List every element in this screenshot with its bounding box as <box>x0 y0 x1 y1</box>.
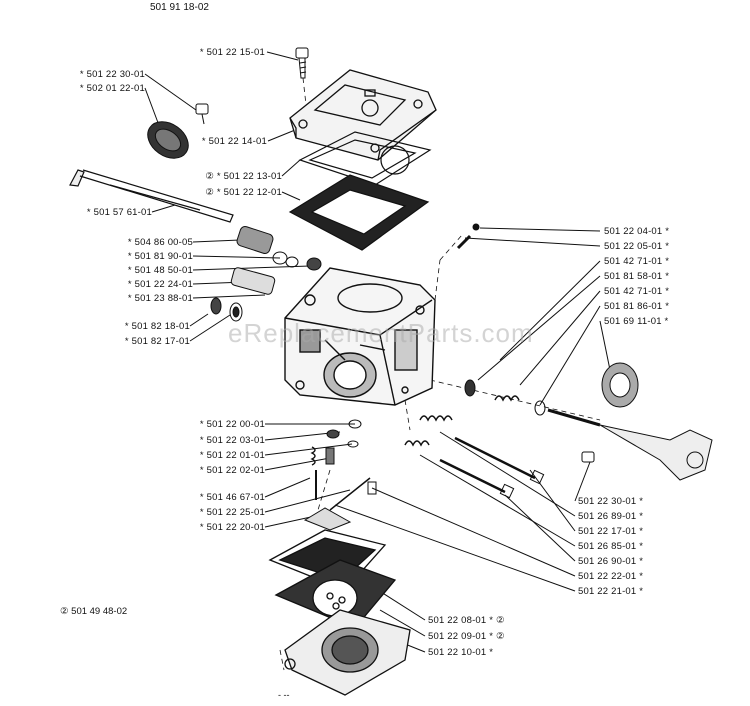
callout-501-82-18-01: * 501 82 18-01 <box>124 321 190 332</box>
throttle-plate <box>147 103 209 159</box>
callout-501-81-90-01: * 501 81 90-01 <box>127 251 193 262</box>
kit-note: ② 501 49 48-02 <box>60 606 128 617</box>
callout-501-22-05-01: 501 22 05-01 * <box>604 241 670 252</box>
callout-501-69-11-01: 501 69 11-01 * <box>604 316 669 327</box>
bottom-mark: - -- <box>278 690 290 700</box>
callout-501-22-20-01: * 501 22 20-01 <box>199 522 265 533</box>
callout-501-22-08-01: 501 22 08-01 * ② <box>428 615 505 626</box>
callout-501-22-25-01: * 501 22 25-01 <box>199 507 265 518</box>
carburetor-body <box>284 267 436 406</box>
callout-501-23-88-01: * 501 23 88-01 <box>127 293 193 304</box>
callout-502-01-22-01: * 502 01 22-01 <box>79 83 145 94</box>
callout-501-57-61-01: * 501 57 61-01 <box>86 207 152 218</box>
pump-gaskets <box>288 131 432 251</box>
metering-diaphragm-stack <box>268 529 411 696</box>
watermark: eReplacementParts.com <box>228 318 534 348</box>
callout-501-22-01-01: * 501 22 01-01 <box>199 450 265 461</box>
callout-501-22-30-01-right: 501 22 30-01 * <box>578 496 644 507</box>
callout-501-42-71-01-b: 501 42 71-01 * <box>604 286 670 297</box>
callout-501-22-02-01: * 501 22 02-01 <box>199 465 265 476</box>
callout-501-48-50-01: * 501 48 50-01 <box>127 265 193 276</box>
callout-501-22-30-01-left: * 501 22 30-01 <box>79 69 145 80</box>
callout-501-22-12-01: ② * 501 22 12-01 <box>205 187 282 198</box>
callout-501-22-04-01: 501 22 04-01 * <box>604 226 670 237</box>
inlet-fitting-parts <box>210 226 322 322</box>
throttle-shaft <box>69 169 234 223</box>
top-screw <box>295 47 309 79</box>
callout-501-22-10-01: 501 22 10-01 * <box>428 647 494 658</box>
callout-504-86-00-05: * 504 86 00-05 <box>127 237 193 248</box>
diagram-number: 501 91 18-02 <box>150 2 209 13</box>
callout-501-81-86-01: 501 81 86-01 * <box>604 301 670 312</box>
callout-501-22-14-01: * 501 22 14-01 <box>201 136 267 147</box>
callout-501-81-58-01: 501 81 58-01 * <box>604 271 670 282</box>
callout-501-82-17-01: * 501 82 17-01 <box>124 336 190 347</box>
callout-501-22-15-01: * 501 22 15-01 <box>199 47 265 58</box>
callout-501-22-00-01: * 501 22 00-01 <box>199 419 265 430</box>
callout-501-22-03-01: * 501 22 03-01 <box>199 435 265 446</box>
callout-501-46-67-01: * 501 46 67-01 <box>199 492 265 503</box>
pump-cover <box>289 69 437 161</box>
callout-501-26-90-01: 501 26 90-01 * <box>578 556 644 567</box>
fuel-inlet-needle <box>456 223 480 250</box>
callout-501-22-22-01: 501 22 22-01 * <box>578 571 644 582</box>
callout-501-22-13-01: ② * 501 22 13-01 <box>205 171 282 182</box>
callout-501-22-17-01: 501 22 17-01 * <box>578 526 644 537</box>
metering-parts <box>303 419 377 531</box>
callout-501-26-85-01: 501 26 85-01 * <box>578 541 644 552</box>
callout-501-22-21-01: 501 22 21-01 * <box>578 586 644 597</box>
callout-501-22-09-01: 501 22 09-01 * ② <box>428 631 505 642</box>
callout-501-26-89-01: 501 26 89-01 * <box>578 511 644 522</box>
callout-501-22-24-01: * 501 22 24-01 <box>127 279 193 290</box>
mixture-needles <box>404 415 545 499</box>
callout-501-42-71-01-a: 501 42 71-01 * <box>604 256 670 267</box>
idle-needle-assembly <box>464 362 713 481</box>
